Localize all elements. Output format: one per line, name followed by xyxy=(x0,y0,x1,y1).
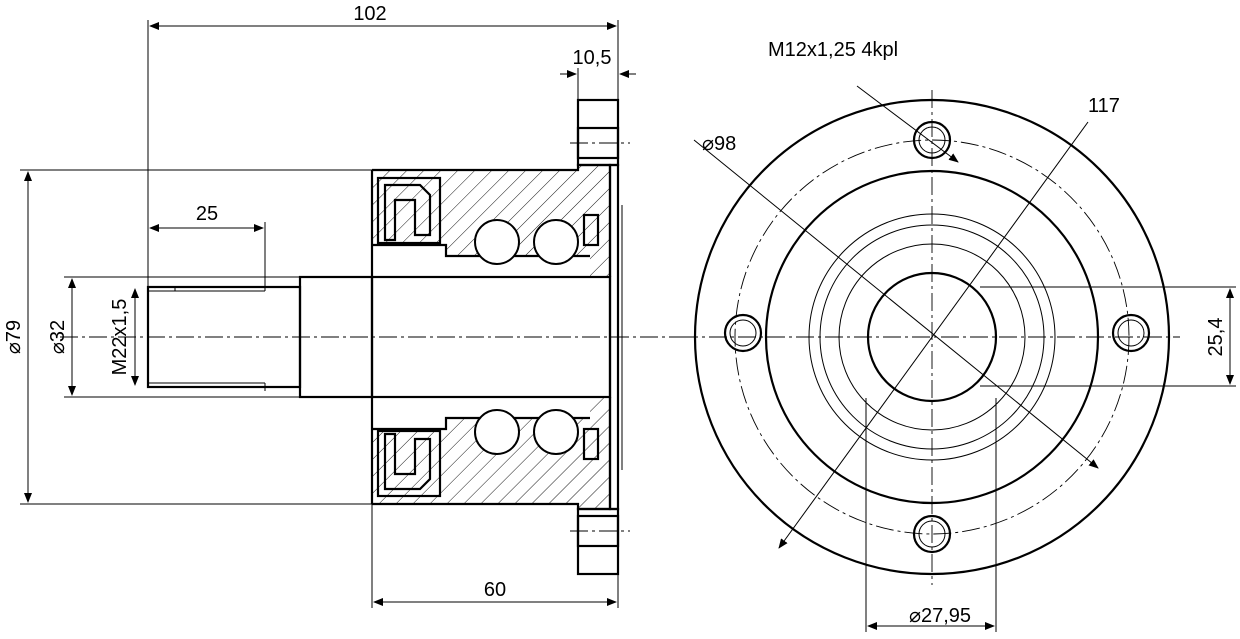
side-section-view: 102 10,5 25 M22x1,5 ⌀32 xyxy=(3,3,680,608)
dim-thread: M22x1,5 xyxy=(109,288,139,386)
dim-key-height: 25,4 xyxy=(980,286,1236,387)
pitch-circle xyxy=(734,139,1130,535)
dim-label-79: ⌀79 xyxy=(3,320,25,354)
dim-thread-length: 25 xyxy=(149,203,266,283)
housing-step-circle-3 xyxy=(838,243,1026,431)
dim-housing-diameter: ⌀79 xyxy=(3,169,372,505)
dim-label-32: ⌀32 xyxy=(47,320,69,354)
dim-label-117: 117 xyxy=(1088,95,1120,117)
housing-step-circle-2 xyxy=(819,224,1045,450)
seal-lower xyxy=(376,429,442,498)
bearing-lower xyxy=(474,409,600,461)
housing-step-circle-1 xyxy=(808,213,1056,461)
bore-circle xyxy=(866,271,998,403)
seal-upper xyxy=(376,176,442,245)
bearing-upper xyxy=(474,213,600,265)
dim-label-25: 25 xyxy=(196,203,218,225)
bolt-hole-left xyxy=(723,313,763,353)
dim-label-60: 60 xyxy=(484,579,506,601)
dim-bore-diameter: ⌀27,95 xyxy=(865,398,997,632)
dim-pitch-circle: ⌀98 xyxy=(693,133,1099,469)
dim-label-25-4: 25,4 xyxy=(1205,318,1227,357)
dim-flange-thickness: 10,5 xyxy=(560,47,636,100)
dim-body-length: 60 xyxy=(371,504,619,608)
bolt-hole-right xyxy=(1111,313,1151,353)
dim-label-27-95: ⌀27,95 xyxy=(909,605,971,627)
dim-label-thread: M22x1,5 xyxy=(109,299,131,376)
dim-label-10-5: 10,5 xyxy=(573,47,612,69)
dim-label-102: 102 xyxy=(353,3,386,25)
bolt-hole-top xyxy=(912,120,952,160)
dim-label-98: ⌀98 xyxy=(702,133,736,155)
dim-shaft-diameter: ⌀32 xyxy=(47,276,300,398)
bolt-hole-bottom xyxy=(912,514,952,554)
dim-label-bolt: M12x1,25 4kpl xyxy=(768,39,898,61)
front-view: M12x1,25 4kpl ⌀98 117 ⌀27,95 25,4 xyxy=(680,39,1236,632)
flange-face xyxy=(608,163,620,511)
dim-flange-diameter: 117 xyxy=(778,95,1120,549)
dim-overall-length: 102 xyxy=(147,3,619,287)
dim-bolt-holes: M12x1,25 4kpl xyxy=(768,39,959,163)
flange-outer-circle xyxy=(693,98,1171,576)
housing-outer-circle xyxy=(764,169,1100,505)
